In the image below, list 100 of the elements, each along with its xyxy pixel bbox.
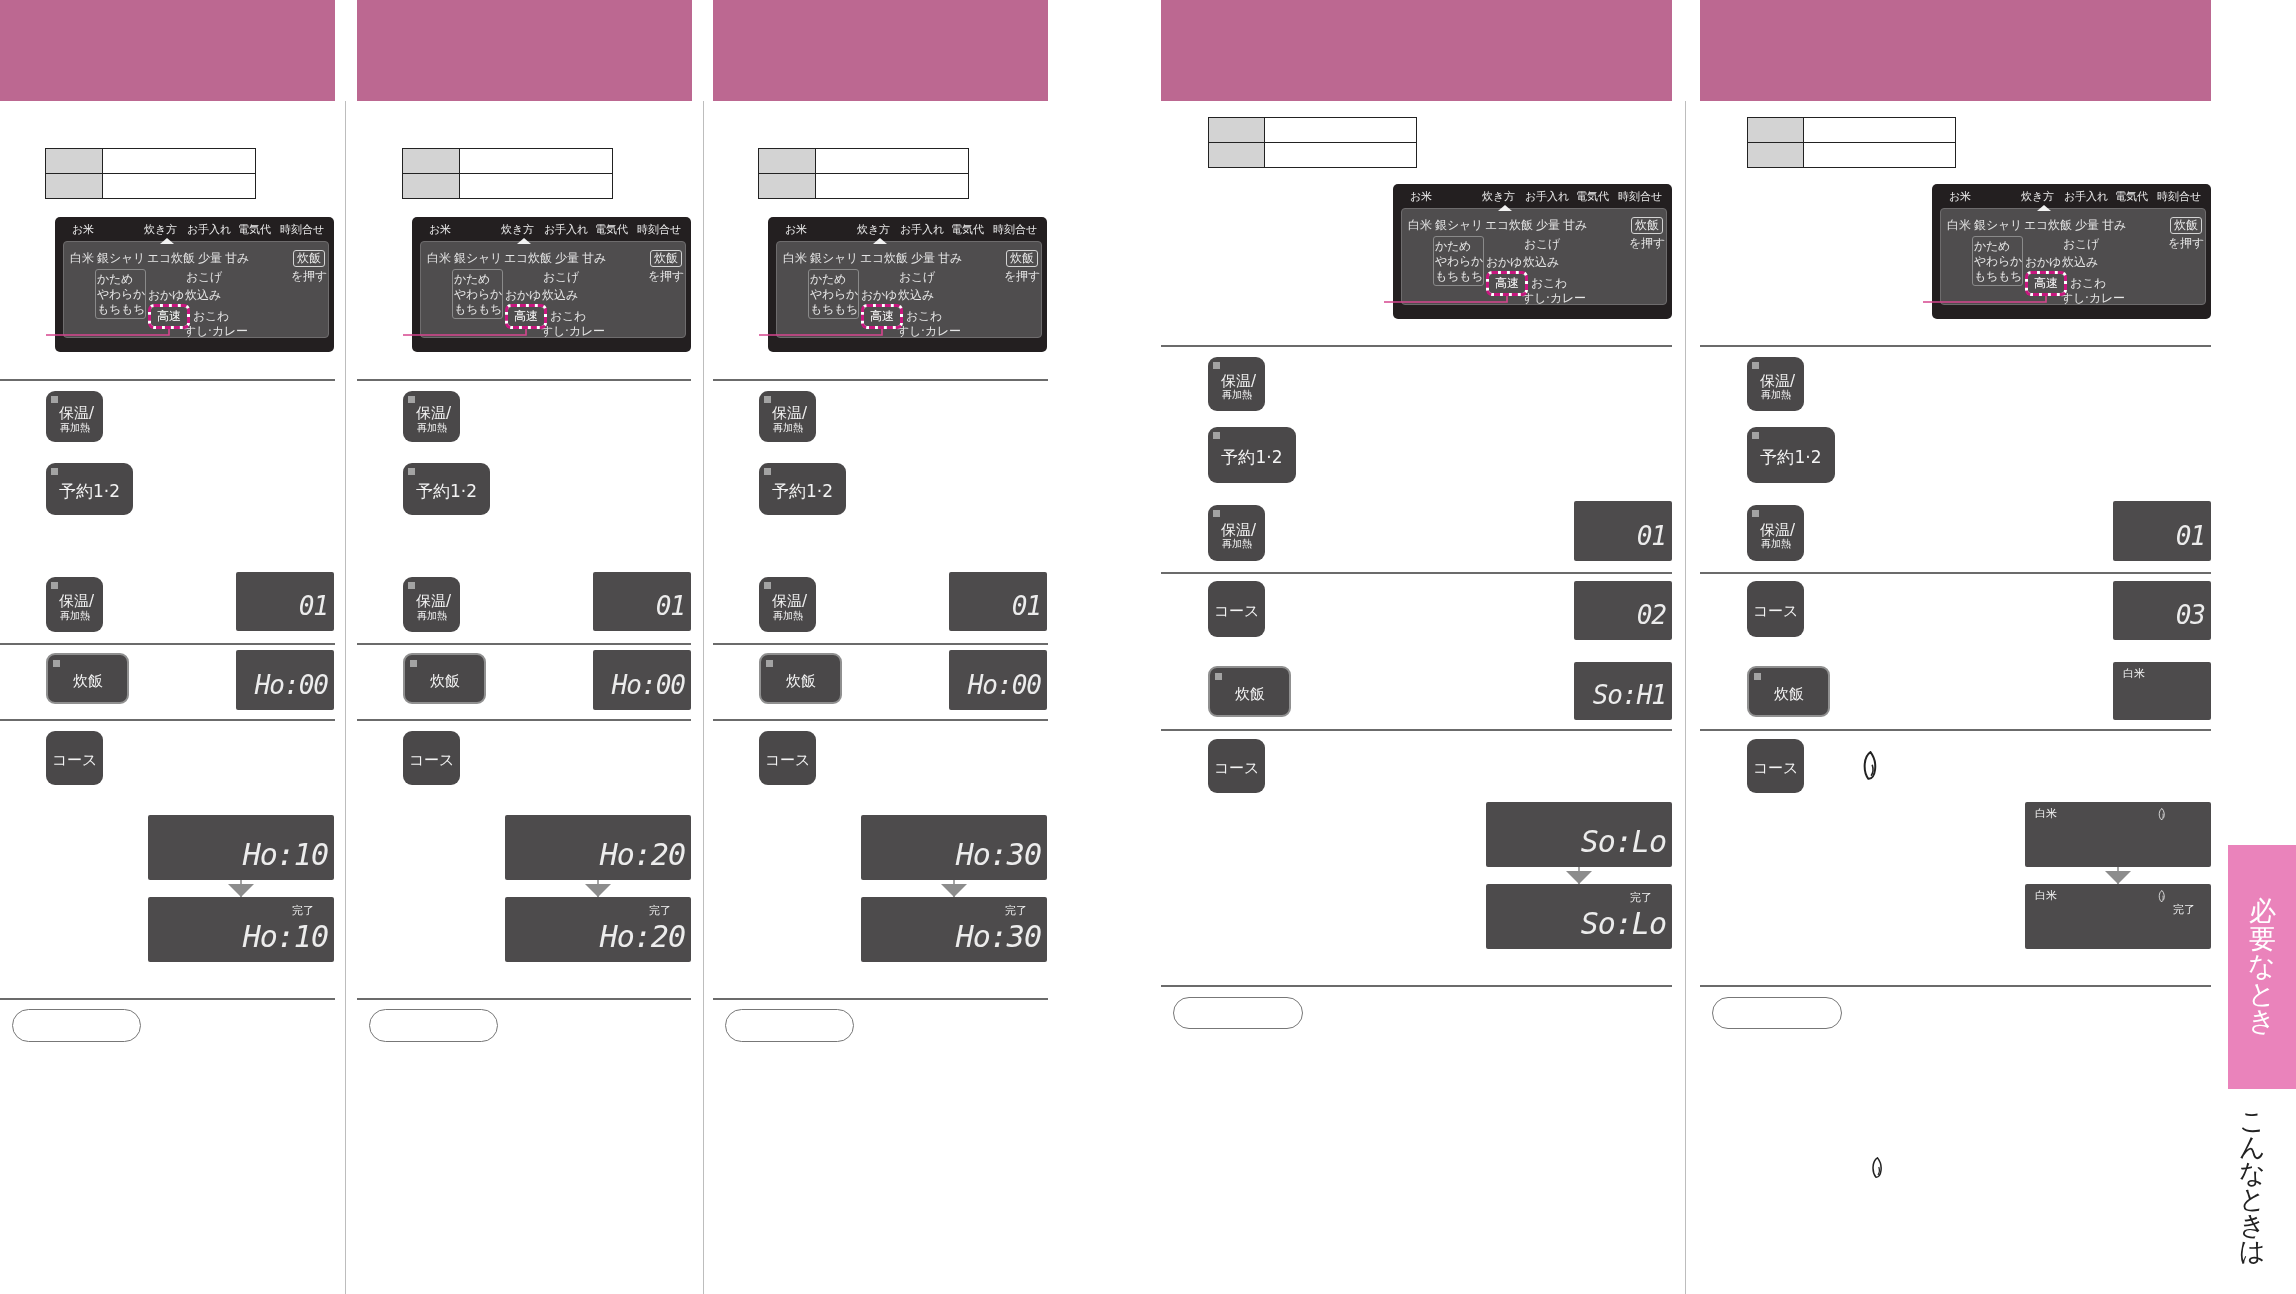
segment-readout: 01 (298, 593, 328, 619)
segment-display (1574, 581, 1672, 640)
menu-item-text: おかゆ (861, 289, 897, 301)
segment-display (2113, 581, 2211, 640)
status-text: 白米 (2123, 668, 2145, 679)
panel-key (1208, 357, 1265, 411)
segment-display (236, 650, 334, 710)
panel-menu-label: 炊き方 (144, 224, 177, 235)
key-label: コース (52, 752, 97, 769)
key-label: コース (409, 752, 454, 769)
key-label: 再加熱 (1760, 389, 1791, 401)
key-label: 保温/ (58, 405, 95, 422)
segment-display (593, 650, 691, 710)
menu-item-text: 少量 (198, 252, 222, 264)
segment-display (2025, 884, 2211, 949)
arrow (941, 879, 967, 898)
menu-item-text: もちもち (810, 303, 858, 315)
segment-readout: So:H1 (1592, 682, 1666, 708)
menu-item-text: おこわ (906, 310, 942, 322)
lcd-screen (1401, 208, 1667, 305)
firmness-option-frame (1433, 236, 1484, 286)
menu-item-text: 甘み (2102, 219, 2126, 231)
segment-display (505, 815, 691, 880)
key-label: 予約1·2 (1760, 448, 1822, 467)
menu-item-text: 銀シャリ (1435, 219, 1483, 231)
boxed-key-label: 炊飯 (1631, 217, 1663, 234)
panel-key (1208, 666, 1291, 717)
segment-display (1486, 884, 1672, 949)
lcd-screen (776, 241, 1042, 338)
segment-display (2113, 662, 2211, 720)
key-label: 予約1·2 (415, 482, 477, 501)
panel-menu-label: お米 (72, 224, 94, 235)
segment-display (861, 815, 1047, 880)
segment-readout: Ho:30 (955, 922, 1041, 952)
lcd-screen (420, 241, 686, 338)
key-label: 炊飯 (429, 672, 460, 690)
segment-display (1574, 662, 1672, 720)
segment-display (1574, 501, 1672, 561)
key-label: 保温/ (58, 593, 95, 610)
menu-item-text: おこわ (2070, 277, 2106, 289)
key-label: コース (1753, 760, 1798, 777)
menu-item-text: おこわ (1531, 277, 1567, 289)
panel-menu-label: お手入れ (544, 224, 588, 235)
boxed-key-label: 炊飯 (650, 250, 682, 267)
leader-line (45, 328, 170, 336)
key-hint-text: を押す (291, 270, 327, 282)
segment-display (505, 897, 691, 962)
firmness-option-frame (95, 269, 146, 319)
segment-readout: Ho:00 (967, 672, 1041, 698)
segment-display (236, 572, 334, 631)
key-hint-text: を押す (2168, 237, 2204, 249)
control-panel (412, 217, 691, 352)
menu-item-text: エコ炊飯 (1485, 219, 1533, 231)
panel-key (46, 391, 103, 442)
panel-key (1747, 739, 1804, 793)
status-text: 白米 (2035, 808, 2057, 819)
menu-item-text: 銀シャリ (454, 252, 502, 264)
menu-item-text: おこわ (550, 310, 586, 322)
segment-readout: Ho:20 (599, 840, 685, 870)
menu-item-text: 銀シャリ (810, 252, 858, 264)
menu-item-text: かため (454, 273, 490, 285)
leader-line (402, 328, 527, 336)
highlighted-menu-item: 高速 (148, 304, 190, 329)
status-text: 完了 (1630, 892, 1652, 903)
panel-key (46, 577, 103, 632)
key-hint-text: を押す (648, 270, 684, 282)
panel-menu-label: 時刻合せ (637, 224, 681, 235)
panel-key (403, 391, 460, 442)
status-text: 完了 (1005, 905, 1027, 916)
leader-line (1922, 295, 2047, 303)
panel-menu-label: 電気代 (1576, 191, 1609, 202)
key-label: 保温/ (1759, 372, 1796, 390)
segment-readout: 03 (2175, 602, 2205, 628)
menu-item-text: 甘み (582, 252, 606, 264)
segment-display (2025, 802, 2211, 867)
menu-item-text: エコ炊飯 (504, 252, 552, 264)
arrow (585, 879, 611, 898)
key-label: コース (1214, 760, 1259, 777)
firmness-option-frame (452, 269, 503, 319)
control-panel (55, 217, 334, 352)
key-label: 炊飯 (72, 672, 103, 690)
control-panel (1393, 184, 1672, 319)
panel-menu-label: お手入れ (2064, 191, 2108, 202)
menu-item-text: 少量 (911, 252, 935, 264)
menu-item-text: 銀シャリ (97, 252, 145, 264)
menu-item-text: おこげ (543, 271, 579, 283)
panel-menu-label: 電気代 (595, 224, 628, 235)
key-label: 保温/ (771, 405, 808, 422)
menu-item-text: おこわ (193, 310, 229, 322)
lcd-screen (63, 241, 329, 338)
segment-readout: 01 (2175, 523, 2205, 549)
menu-item-text: おかゆ (148, 289, 184, 301)
firmness-option-frame (808, 269, 859, 319)
panel-menu-label: お米 (429, 224, 451, 235)
key-label: 再加熱 (59, 609, 90, 621)
menu-item-text: エコ炊飯 (147, 252, 195, 264)
panel-menu-label: 時刻合せ (2157, 191, 2201, 202)
key-label: コース (765, 752, 810, 769)
key-label: 保温/ (415, 593, 452, 610)
arrow (1566, 866, 1592, 885)
